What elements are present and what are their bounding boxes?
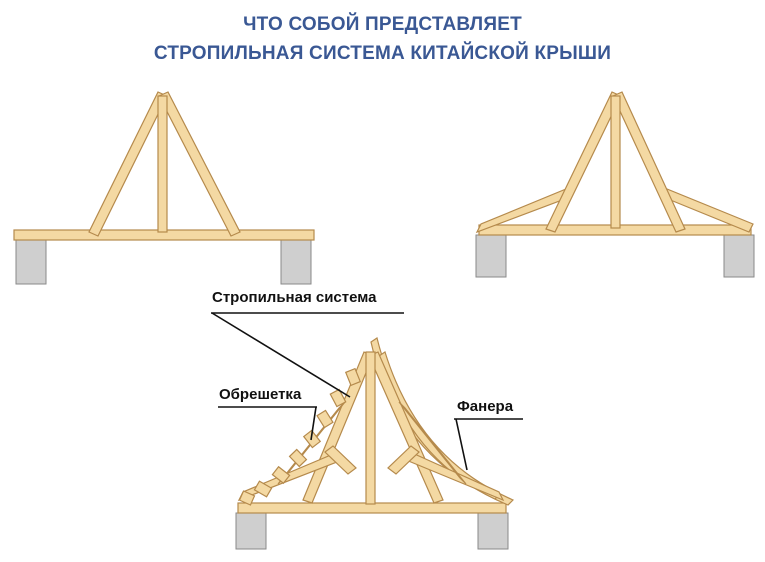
king-post xyxy=(610,95,621,229)
batten xyxy=(253,480,273,498)
page-title-line-1: ЧТО СОБОЙ ПРЕДСТАВЛЯЕТ xyxy=(243,14,522,35)
rafter-right xyxy=(612,91,686,233)
batten xyxy=(238,490,256,506)
brace-right xyxy=(387,445,420,475)
batten xyxy=(271,465,291,485)
support-right xyxy=(477,512,509,550)
rafter-left xyxy=(545,91,622,233)
truss-kicked xyxy=(475,91,755,278)
support-left xyxy=(475,234,507,278)
leader-lines xyxy=(211,312,523,471)
rafter-left xyxy=(88,91,168,237)
rafter-right xyxy=(158,91,241,237)
support-left xyxy=(235,512,267,550)
label-rafter-system: Стропильная система xyxy=(212,289,377,306)
truss-chinese xyxy=(235,337,515,550)
king-post xyxy=(157,95,168,233)
brace-left xyxy=(324,445,357,475)
batten xyxy=(288,448,308,468)
mid-rafter-right xyxy=(398,401,467,485)
batten xyxy=(344,367,362,387)
eave-rafter-left xyxy=(237,451,343,502)
page-title-line-2: СТРОПИЛЬНАЯ СИСТЕМА КИТАЙСКОЙ КРЫШИ xyxy=(153,43,612,64)
support-right xyxy=(280,239,312,285)
batten xyxy=(302,429,322,449)
batten xyxy=(329,388,347,408)
plywood-sheet xyxy=(378,351,502,500)
eave-rafter-right xyxy=(405,451,505,502)
king-post xyxy=(365,351,376,505)
batten xyxy=(316,409,334,429)
support-left xyxy=(15,239,47,285)
label-plywood: Фанера xyxy=(457,398,514,415)
support-right xyxy=(723,234,755,278)
main-rafter-right xyxy=(368,351,444,504)
label-battens: Обрешетка xyxy=(219,386,302,403)
truss-simple xyxy=(13,91,315,285)
plywood-sheet xyxy=(370,337,515,506)
